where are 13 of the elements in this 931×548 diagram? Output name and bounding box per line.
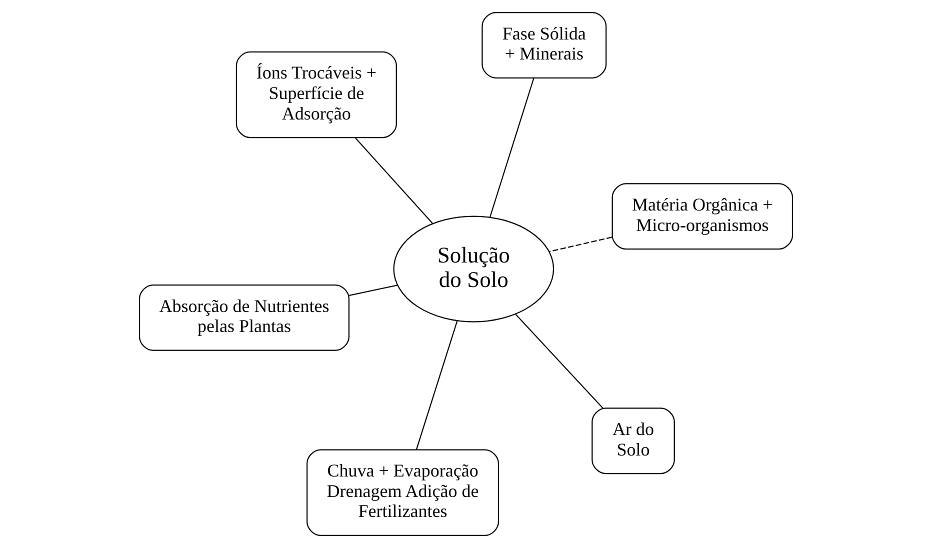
node-box: Matéria Orgânica + Micro-organismos (611, 183, 793, 250)
node-box: Ar do Solo (591, 408, 674, 474)
node-box: Íons Trocáveis + Superfície de Adsorção (235, 51, 396, 138)
node-ellipse: Solução do Solo (392, 216, 554, 322)
connector (488, 78, 534, 218)
connector (415, 320, 458, 450)
connector (348, 284, 398, 296)
connector (514, 314, 603, 409)
connector (354, 137, 433, 224)
node-box: Absorção de Nutrientes pelas Plantas (138, 284, 350, 351)
node-box: Fase Sólida + Minerais (481, 12, 606, 78)
node-box: Chuva + Evaporação Drenagem Adição de Fertilizantes (306, 449, 499, 536)
connector (548, 236, 612, 252)
